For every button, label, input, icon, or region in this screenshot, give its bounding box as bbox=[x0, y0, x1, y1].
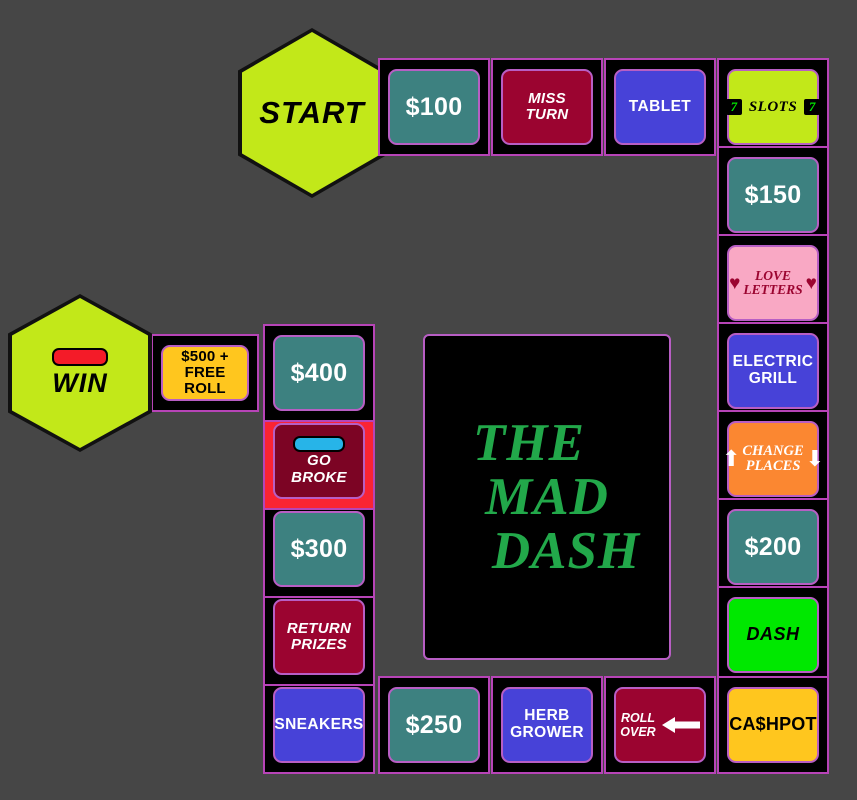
space-200-tile: $200 bbox=[727, 509, 819, 585]
space-500-free-roll-tile: $500 + FREE ROLL bbox=[161, 345, 249, 401]
space-400-label: $400 bbox=[290, 358, 348, 387]
seven-badge-left: 7 bbox=[725, 99, 742, 115]
change-places-words: CHANGE PLACES bbox=[742, 444, 803, 474]
space-return-prizes[interactable]: RETURN PRIZES bbox=[263, 588, 375, 686]
space-100-label: $100 bbox=[405, 92, 463, 121]
space-dash[interactable]: DASH bbox=[717, 586, 829, 684]
space-100[interactable]: $100 bbox=[378, 58, 490, 156]
down-arrow-icon: ⬇ bbox=[805, 446, 825, 471]
space-250-label: $250 bbox=[405, 710, 463, 739]
space-200-label: $200 bbox=[744, 532, 802, 561]
start-label: START bbox=[259, 95, 365, 130]
space-herb-grower[interactable]: HERB GROWER bbox=[491, 676, 603, 774]
space-cashpot-tile: CA$HPOT bbox=[727, 687, 819, 763]
heart-icon-right: ♥ bbox=[805, 272, 817, 294]
space-tablet[interactable]: TABLET bbox=[604, 58, 716, 156]
space-slots-tile: 7 SLOTS 7 bbox=[725, 69, 821, 145]
space-love-letters[interactable]: ♥ LOVE LETTERS ♥ bbox=[717, 234, 829, 332]
space-love-letters-tile: ♥ LOVE LETTERS ♥ bbox=[727, 245, 819, 321]
space-150-label: $150 bbox=[744, 180, 802, 209]
logo-line-1: THE bbox=[473, 413, 585, 472]
space-tablet-label: TABLET bbox=[628, 97, 692, 115]
space-300-tile: $300 bbox=[273, 511, 365, 587]
herb-grower-line2: GROWER bbox=[510, 724, 584, 741]
space-slots-label: SLOTS bbox=[748, 98, 798, 115]
return-prizes-line2: PRIZES bbox=[291, 636, 347, 653]
roll-over-words: ROLL OVER bbox=[620, 711, 655, 740]
space-return-prizes-tile: RETURN PRIZES bbox=[273, 599, 365, 675]
win-label: WIN bbox=[52, 367, 108, 398]
space-miss-turn-tile: MISS TURN bbox=[501, 69, 593, 145]
change-places-content: ⬆ CHANGE PLACES ⬇ bbox=[722, 444, 824, 474]
left-arrow-icon bbox=[661, 717, 700, 733]
free-roll-line2: FREE ROLL bbox=[184, 363, 226, 398]
love-letters-content: ♥ LOVE LETTERS ♥ bbox=[729, 267, 817, 297]
space-250[interactable]: $250 bbox=[378, 676, 490, 774]
love-letters-words: LOVE LETTERS bbox=[743, 267, 803, 297]
space-sneakers-label: SNEAKERS bbox=[274, 715, 364, 733]
cyan-bar-icon bbox=[293, 436, 345, 453]
space-150[interactable]: $150 bbox=[717, 146, 829, 244]
space-500-free-roll[interactable]: $500 + FREE ROLL bbox=[151, 334, 259, 412]
herb-grower-line1: HERB bbox=[524, 707, 570, 725]
miss-turn-line2: TURN bbox=[525, 106, 569, 123]
space-400[interactable]: $400 bbox=[263, 324, 375, 422]
electric-grill-line2: GRILL bbox=[748, 370, 798, 387]
free-roll-line1: $500 + bbox=[181, 347, 229, 365]
space-roll-over-tile: ROLL OVER bbox=[614, 687, 706, 763]
center-logo-panel: THE MAD DASH bbox=[423, 334, 671, 660]
up-arrow-icon: ⬆ bbox=[721, 446, 741, 471]
red-bar-icon bbox=[52, 347, 108, 366]
love-letters-line2: LETTERS bbox=[743, 282, 803, 297]
space-250-tile: $250 bbox=[388, 687, 480, 763]
go-broke-line1: GO bbox=[307, 452, 331, 470]
space-herb-grower-tile: HERB GROWER bbox=[501, 687, 593, 763]
electric-grill-line1: ELECTRIC bbox=[732, 353, 814, 371]
space-150-tile: $150 bbox=[727, 157, 819, 233]
space-slots[interactable]: 7 SLOTS 7 bbox=[717, 58, 829, 156]
go-broke-line2: BROKE bbox=[291, 468, 347, 486]
space-300-label: $300 bbox=[290, 534, 348, 563]
roll-over-line2: OVER bbox=[620, 725, 656, 739]
space-roll-over[interactable]: ROLL OVER bbox=[604, 676, 716, 774]
space-sneakers-tile: SNEAKERS bbox=[273, 687, 365, 763]
space-100-tile: $100 bbox=[388, 69, 480, 145]
change-places-line1: CHANGE bbox=[742, 443, 804, 460]
space-300[interactable]: $300 bbox=[263, 500, 375, 598]
space-change-places-tile: ⬆ CHANGE PLACES ⬇ bbox=[722, 421, 824, 497]
space-electric-grill[interactable]: ELECTRIC GRILL bbox=[717, 322, 829, 420]
love-letters-line1: LOVE bbox=[754, 267, 791, 283]
change-places-line2: PLACES bbox=[745, 458, 801, 474]
space-200[interactable]: $200 bbox=[717, 498, 829, 596]
space-miss-turn[interactable]: MISS TURN bbox=[491, 58, 603, 156]
heart-icon-left: ♥ bbox=[729, 272, 741, 294]
miss-turn-line1: MISS bbox=[528, 89, 566, 107]
start-space[interactable]: START bbox=[242, 32, 382, 194]
logo-line-2: MAD bbox=[485, 467, 609, 526]
space-cashpot-label: CA$HPOT bbox=[729, 714, 817, 735]
seven-badge-right: 7 bbox=[804, 99, 821, 115]
space-dash-tile: DASH bbox=[727, 597, 819, 673]
space-change-places[interactable]: ⬆ CHANGE PLACES ⬇ bbox=[717, 410, 829, 508]
space-sneakers[interactable]: SNEAKERS bbox=[263, 676, 375, 774]
space-400-tile: $400 bbox=[273, 335, 365, 411]
roll-over-line1: ROLL bbox=[620, 710, 656, 725]
roll-over-content: ROLL OVER bbox=[620, 711, 700, 740]
space-electric-grill-tile: ELECTRIC GRILL bbox=[727, 333, 819, 409]
space-go-broke-tile: GO BROKE bbox=[273, 423, 365, 499]
return-prizes-line1: RETURN bbox=[286, 619, 352, 637]
space-go-broke[interactable]: GO BROKE bbox=[263, 412, 375, 510]
slots-content: 7 SLOTS 7 bbox=[725, 98, 821, 115]
logo-line-3: DASH bbox=[491, 522, 641, 581]
space-dash-label: DASH bbox=[746, 624, 800, 645]
space-tablet-tile: TABLET bbox=[614, 69, 706, 145]
space-cashpot[interactable]: CA$HPOT bbox=[717, 676, 829, 774]
